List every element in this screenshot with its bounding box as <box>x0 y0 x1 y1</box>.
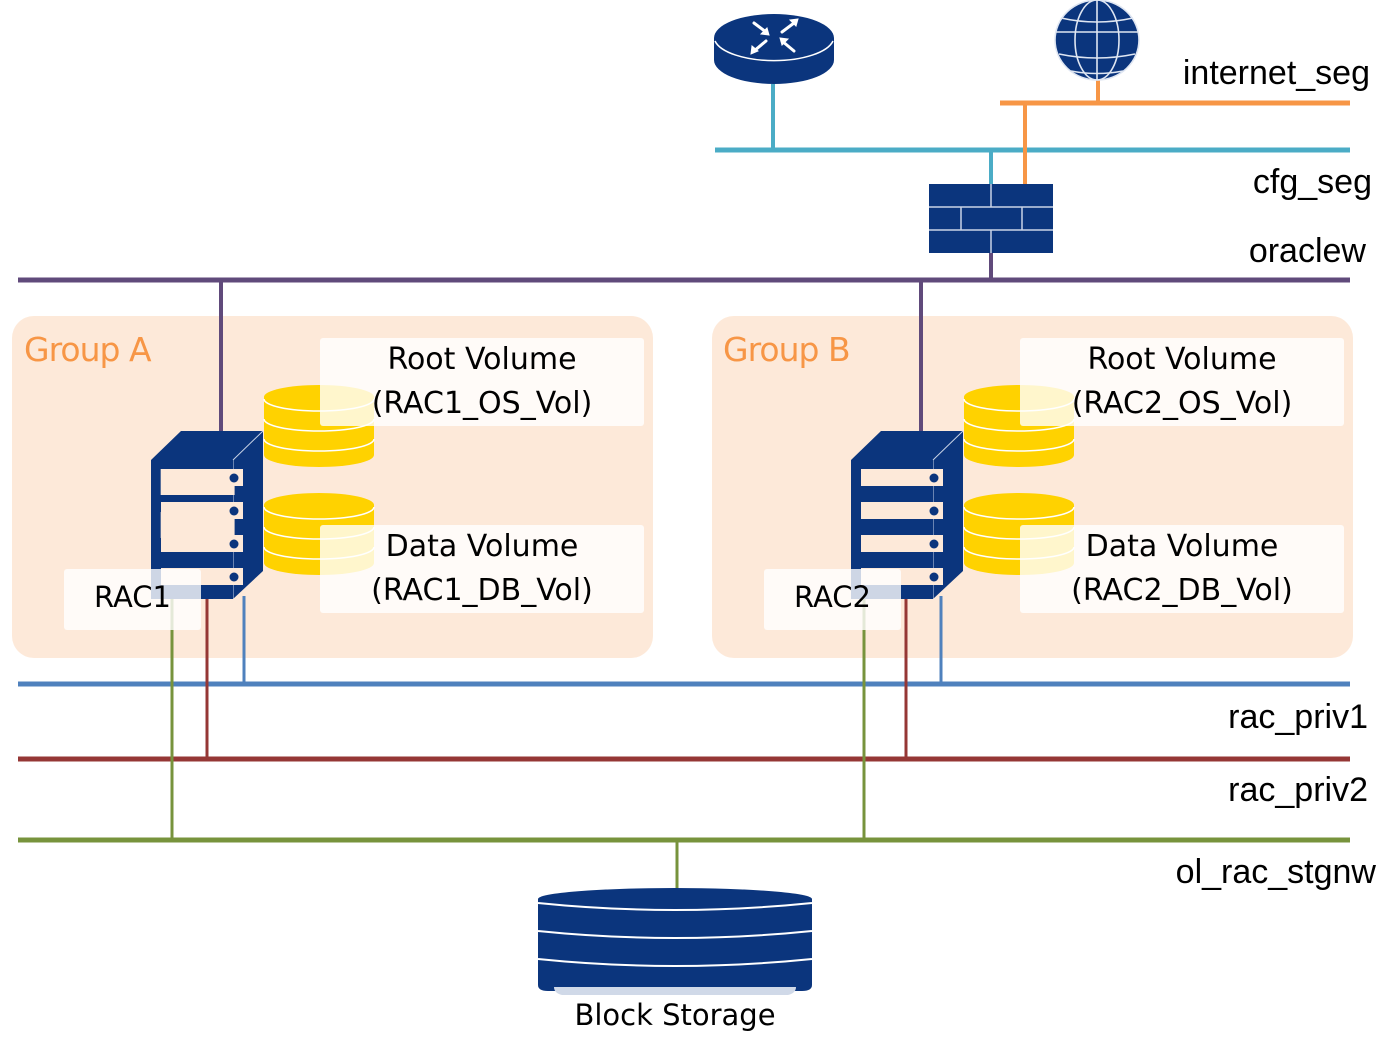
network-label-oraclew: oraclew <box>1248 232 1366 270</box>
root-volume-name: (RAC2_OS_Vol) <box>1071 386 1293 421</box>
network-label-rac-priv2: rac_priv2 <box>1228 771 1368 809</box>
data-volume-name: (RAC1_DB_Vol) <box>371 573 593 608</box>
router-icon <box>714 14 834 84</box>
data-volume-title: Data Volume <box>385 529 579 564</box>
group-a-title: Group A <box>24 330 152 369</box>
root-volume-label-rac2: Root Volume (RAC2_OS_Vol) <box>1020 338 1344 426</box>
network-label-rac-priv1: rac_priv1 <box>1228 698 1368 736</box>
block-storage-label: Block Storage <box>574 998 776 1032</box>
network-label-ol-rac-stgnw: ol_rac_stgnw <box>1175 853 1376 891</box>
globe-icon <box>1054 0 1140 81</box>
network-label-cfg-seg: cfg_seg <box>1252 163 1372 201</box>
root-volume-name: (RAC1_OS_Vol) <box>371 386 593 421</box>
root-volume-label-rac1: Root Volume (RAC1_OS_Vol) <box>320 338 644 426</box>
root-volume-title: Root Volume <box>387 342 577 377</box>
root-volume-title: Root Volume <box>1087 342 1277 377</box>
data-volume-label-rac1: Data Volume (RAC1_DB_Vol) <box>320 525 644 613</box>
database-icon <box>537 888 813 995</box>
data-volume-title: Data Volume <box>1085 529 1279 564</box>
network-label-internet-seg: internet_seg <box>1182 54 1370 92</box>
group-b-title: Group B <box>723 330 851 369</box>
data-volume-name: (RAC2_DB_Vol) <box>1071 573 1293 608</box>
data-volume-label-rac2: Data Volume (RAC2_DB_Vol) <box>1020 525 1344 613</box>
node-label-rac1: RAC1 <box>64 569 201 630</box>
firewall-icon <box>929 184 1053 253</box>
node-label-rac2: RAC2 <box>764 569 901 630</box>
